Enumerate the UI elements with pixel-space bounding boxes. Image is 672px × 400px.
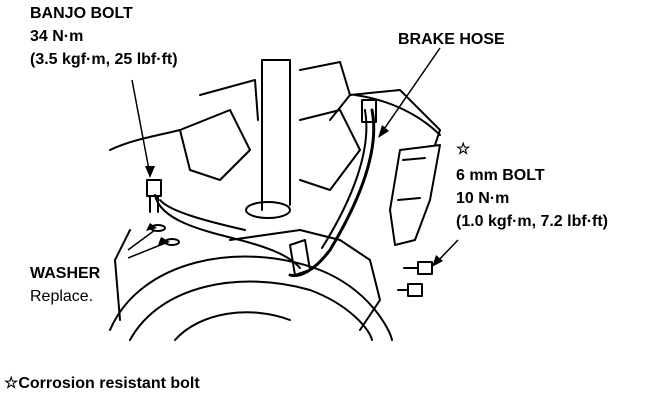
strut-tube [261,59,291,211]
leader-washer-2 [127,241,169,259]
banjo-bolt-torque-alt: (3.5 kgf·m, 25 lbf·ft) [30,51,178,68]
knuckle-outline [199,61,351,121]
washer-title: WASHER [30,265,101,282]
brake-hose [288,108,376,278]
six-mm-bolt-torque-nm: 10 N·m [456,190,510,207]
washer-note: Replace. [30,288,94,305]
leader-banjo-bolt [131,79,151,176]
leader-washer-1 [127,229,156,251]
footnote: ☆Corrosion resistant bolt [4,375,200,392]
banjo-bolt-shape [146,179,162,197]
brake-rotor [109,255,393,341]
banjo-bolt-torque-nm: 34 N·m [30,28,84,45]
leader-brake-hose [379,47,441,136]
six-mm-bolt-shape [417,261,433,275]
brake-hose-label: BRAKE HOSE [398,31,505,48]
hose-bracket [389,144,441,246]
strut-base [245,201,291,219]
six-mm-bolt-torque-alt: (1.0 kgf·m, 7.2 lbf·ft) [456,213,609,230]
six-mm-bolt-title: 6 mm BOLT [456,167,545,184]
brake-line [154,194,301,269]
six-mm-bolt-star: ☆ [456,141,471,158]
banjo-bolt-title: BANJO BOLT [30,5,133,22]
